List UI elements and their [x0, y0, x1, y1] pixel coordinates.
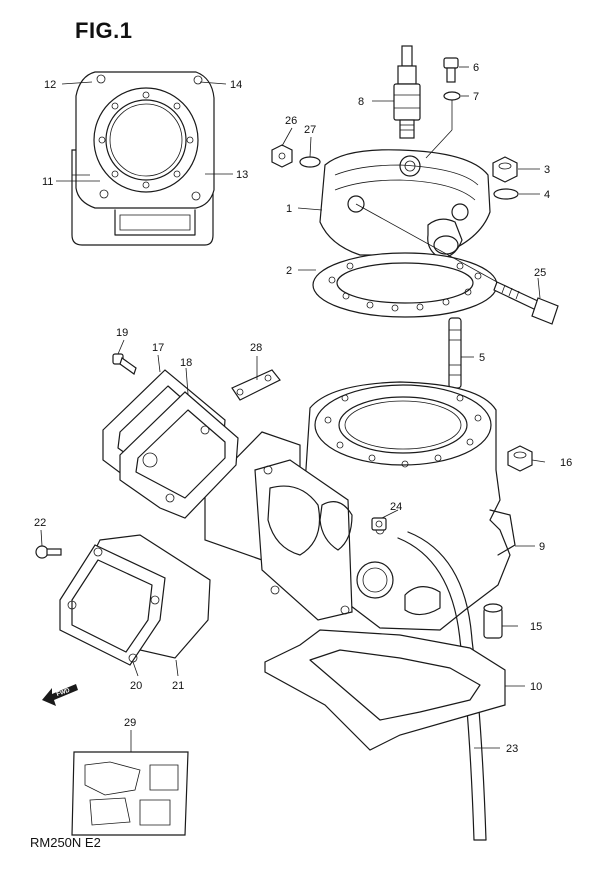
- callout-labels: 1 2 3 4 5 6 7 8 9 10 11 12 13 14 15 16 1…: [34, 62, 572, 755]
- bolt-6: [443, 57, 459, 83]
- fwd-arrow-icon: FWD: [42, 684, 78, 706]
- callout-28: 28: [250, 342, 262, 354]
- callout-29: 29: [124, 717, 136, 729]
- callout-27: 27: [304, 124, 316, 136]
- callout-22: 22: [34, 517, 46, 529]
- spark-plug: [393, 45, 421, 139]
- callout-13: 13: [236, 169, 248, 181]
- callout-18: 18: [180, 357, 192, 369]
- callout-12: 12: [44, 79, 56, 91]
- callout-4: 4: [544, 189, 550, 201]
- callout-3: 3: [544, 164, 550, 176]
- fwd-label: FWD: [56, 688, 72, 699]
- callout-23: 23: [506, 743, 518, 755]
- base-gasket: [264, 629, 506, 751]
- clip-28: [231, 369, 281, 401]
- callout-1: 1: [286, 203, 292, 215]
- cover-20: [59, 544, 166, 666]
- callout-15: 15: [530, 621, 542, 633]
- washer-4: [493, 188, 519, 200]
- callout-9: 9: [539, 541, 545, 553]
- cylinder-block: [204, 381, 516, 631]
- callout-16: 16: [560, 457, 572, 469]
- figure-title: FIG.1: [75, 18, 133, 43]
- callout-25: 25: [534, 267, 546, 279]
- callout-19: 19: [116, 327, 128, 339]
- gasket-set-29: [71, 751, 189, 836]
- bolt-25: [493, 281, 559, 325]
- callout-10: 10: [530, 681, 542, 693]
- callout-6: 6: [473, 62, 479, 74]
- fitting-24: [371, 517, 387, 531]
- callout-21: 21: [172, 680, 184, 692]
- callout-7: 7: [473, 91, 479, 103]
- washer-27: [299, 156, 321, 168]
- screw-22: [35, 545, 62, 559]
- head-gasket: [312, 252, 498, 318]
- bolt-19: [112, 353, 137, 375]
- callout-8: 8: [358, 96, 364, 108]
- callout-20: 20: [130, 680, 142, 692]
- nut-3: [492, 156, 518, 183]
- model-code: RM250N E2: [30, 835, 101, 850]
- washer-7: [443, 91, 461, 101]
- nut-16: [507, 445, 533, 472]
- stud-5: [448, 317, 462, 389]
- callout-5: 5: [479, 352, 485, 364]
- callout-24: 24: [390, 501, 402, 513]
- cylinder-head: [319, 149, 491, 259]
- callout-14: 14: [230, 79, 242, 91]
- nut-26: [271, 144, 293, 168]
- callout-26: 26: [285, 115, 297, 127]
- cylinder-top-view: [71, 71, 215, 246]
- breather-hose: [397, 537, 475, 841]
- callout-2: 2: [286, 265, 292, 277]
- leader-lines: [40, 66, 546, 752]
- dowel-15: [483, 603, 503, 639]
- cover-18: [119, 391, 239, 519]
- callout-17: 17: [152, 342, 164, 354]
- callout-11: 11: [42, 176, 53, 188]
